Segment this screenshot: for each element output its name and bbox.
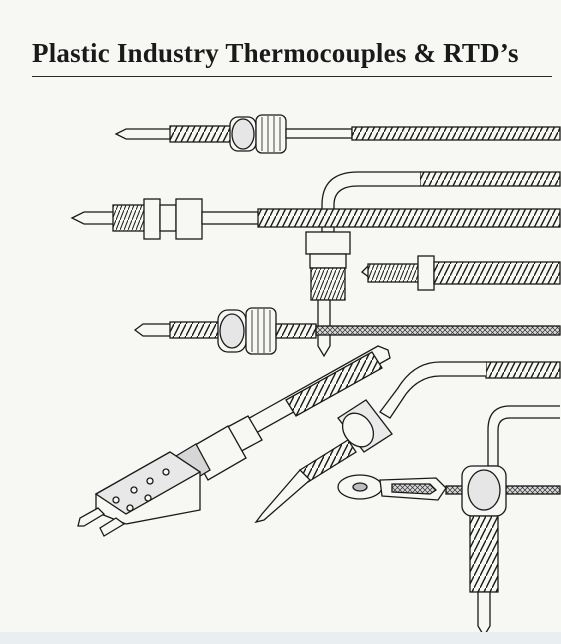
threaded-nut-probe: [361, 255, 561, 291]
title-rule: [32, 76, 552, 77]
bayonet-probe-top: [114, 114, 561, 154]
angled-bayonet-probe: [254, 361, 561, 524]
elbow-probe-fitting: [305, 171, 561, 358]
vertical-bayonet-probe: [461, 405, 560, 638]
washer-ring-sensor: [337, 474, 561, 501]
footer-strip: [0, 632, 561, 644]
bayonet-probe-braided: [133, 307, 561, 355]
compression-fitting-probe: [70, 198, 561, 240]
page-title: Plastic Industry Thermocouples & RTD’s: [32, 38, 519, 68]
connector-plug-probe: [77, 345, 391, 537]
